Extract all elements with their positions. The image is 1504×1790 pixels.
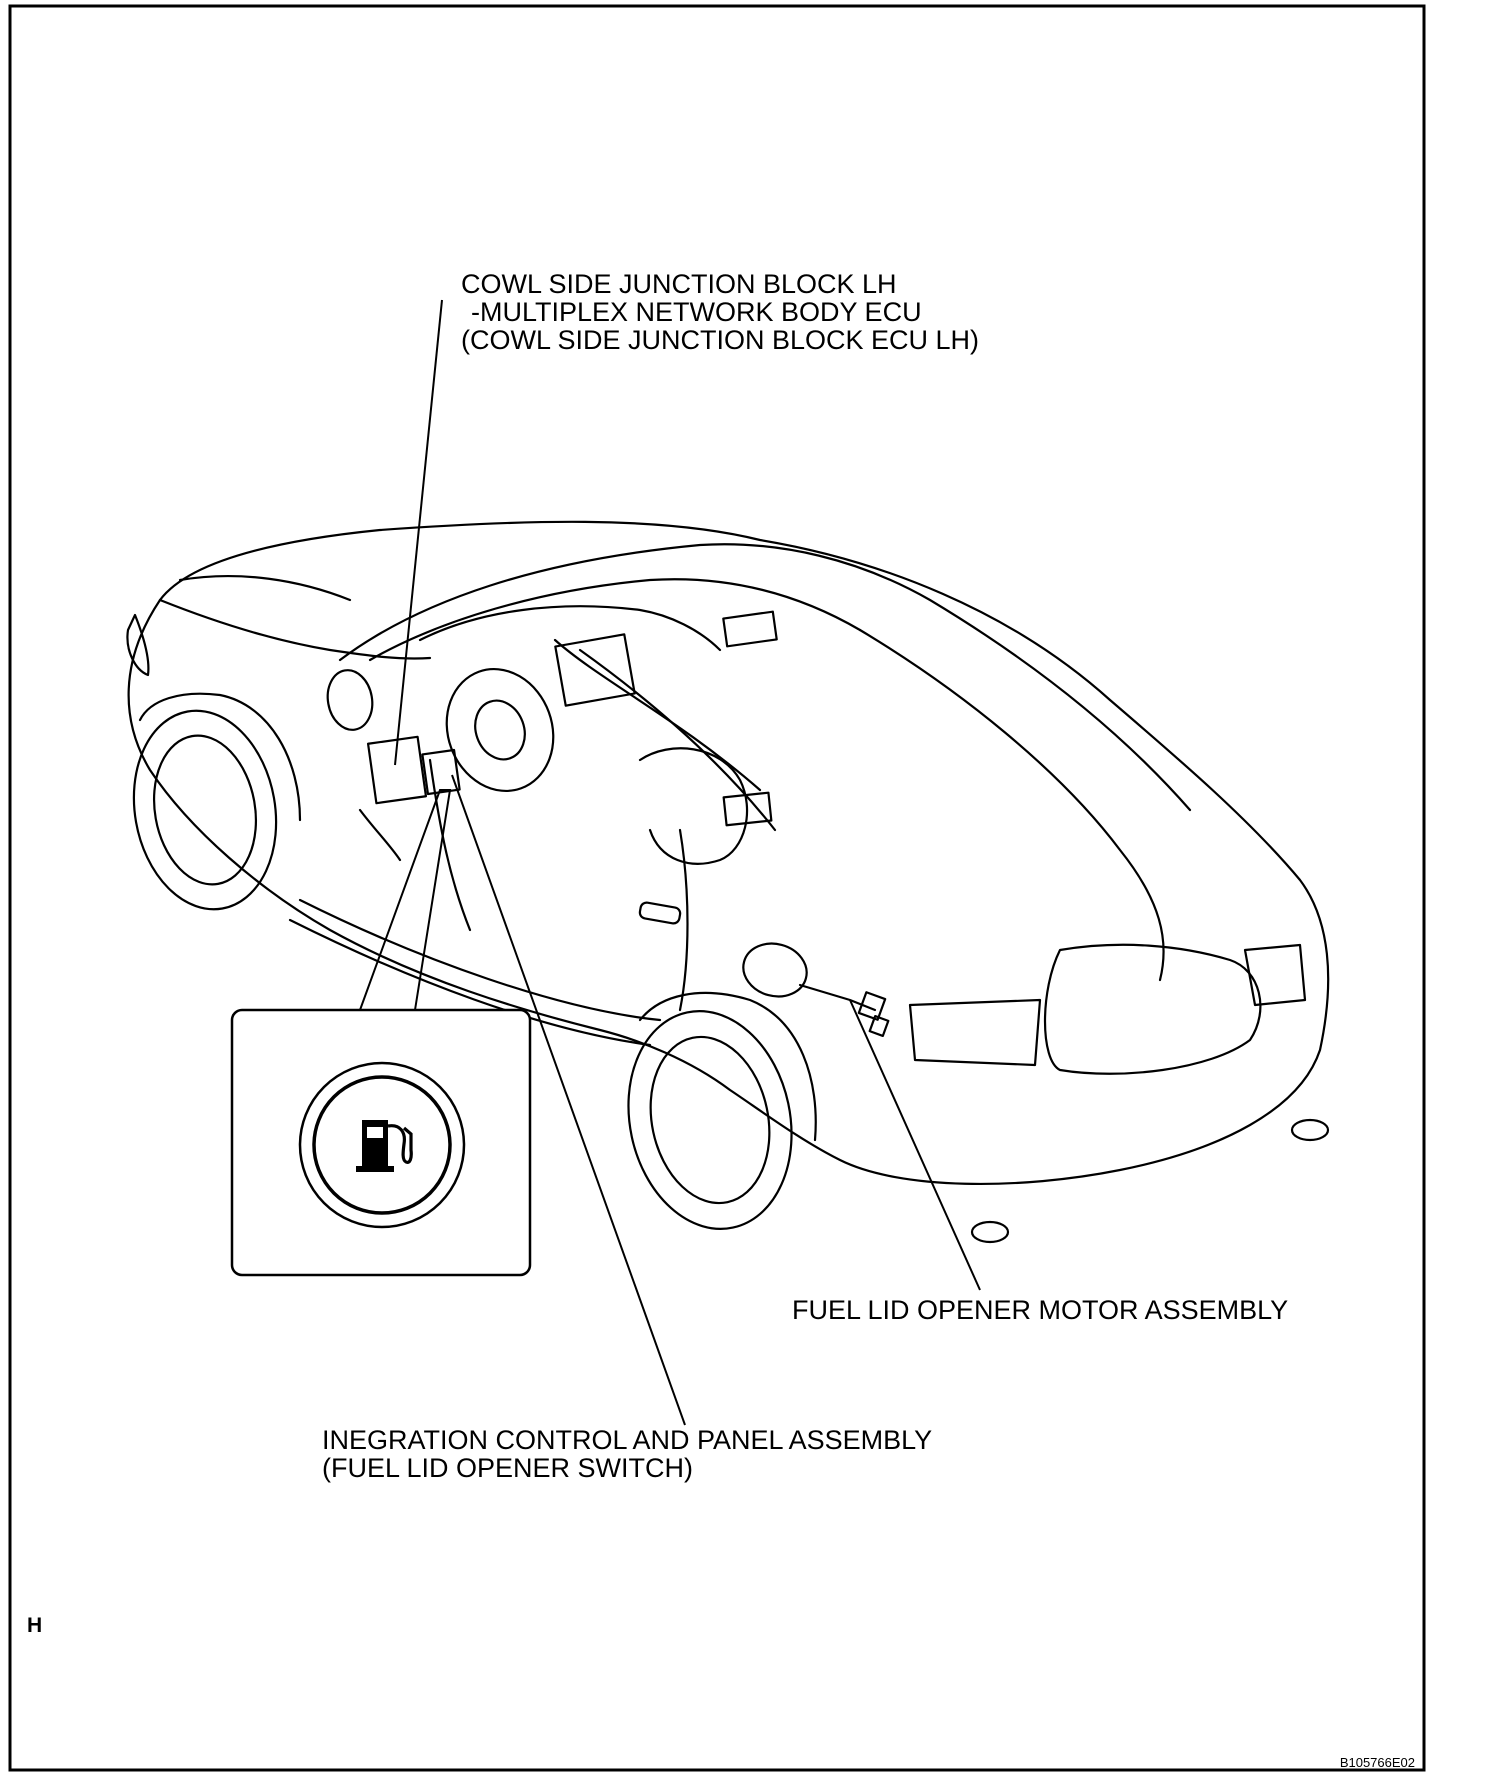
section-letter: H	[27, 1614, 43, 1637]
page-border	[8, 4, 1426, 1772]
callout-fuel-lid-motor-text: FUEL LID OPENER MOTOR ASSEMBLY	[792, 1295, 1289, 1325]
callout-cowl-junction-block: COWL SIDE JUNCTION BLOCK LH -MULTIPLEX N…	[461, 270, 979, 354]
callout-cowl-line3: (COWL SIDE JUNCTION BLOCK ECU LH)	[461, 325, 980, 355]
fuel-switch-inset	[230, 1008, 532, 1277]
callout-integration-line1: INEGRATION CONTROL AND PANEL ASSEMBLY	[322, 1425, 933, 1455]
callout-integration-panel: INEGRATION CONTROL AND PANEL ASSEMBLY (F…	[322, 1426, 932, 1482]
callout-cowl-line2: -MULTIPLEX NETWORK BODY ECU	[471, 297, 922, 327]
callout-fuel-lid-motor: FUEL LID OPENER MOTOR ASSEMBLY	[792, 1296, 1288, 1324]
figure-code: B105766E02	[1339, 1755, 1415, 1770]
leader-lines	[359, 299, 981, 1426]
fuel-pump-icon	[356, 1120, 413, 1172]
callout-integration-line2: (FUEL LID OPENER SWITCH)	[322, 1453, 694, 1483]
callout-cowl-line1: COWL SIDE JUNCTION BLOCK LH	[461, 269, 897, 299]
